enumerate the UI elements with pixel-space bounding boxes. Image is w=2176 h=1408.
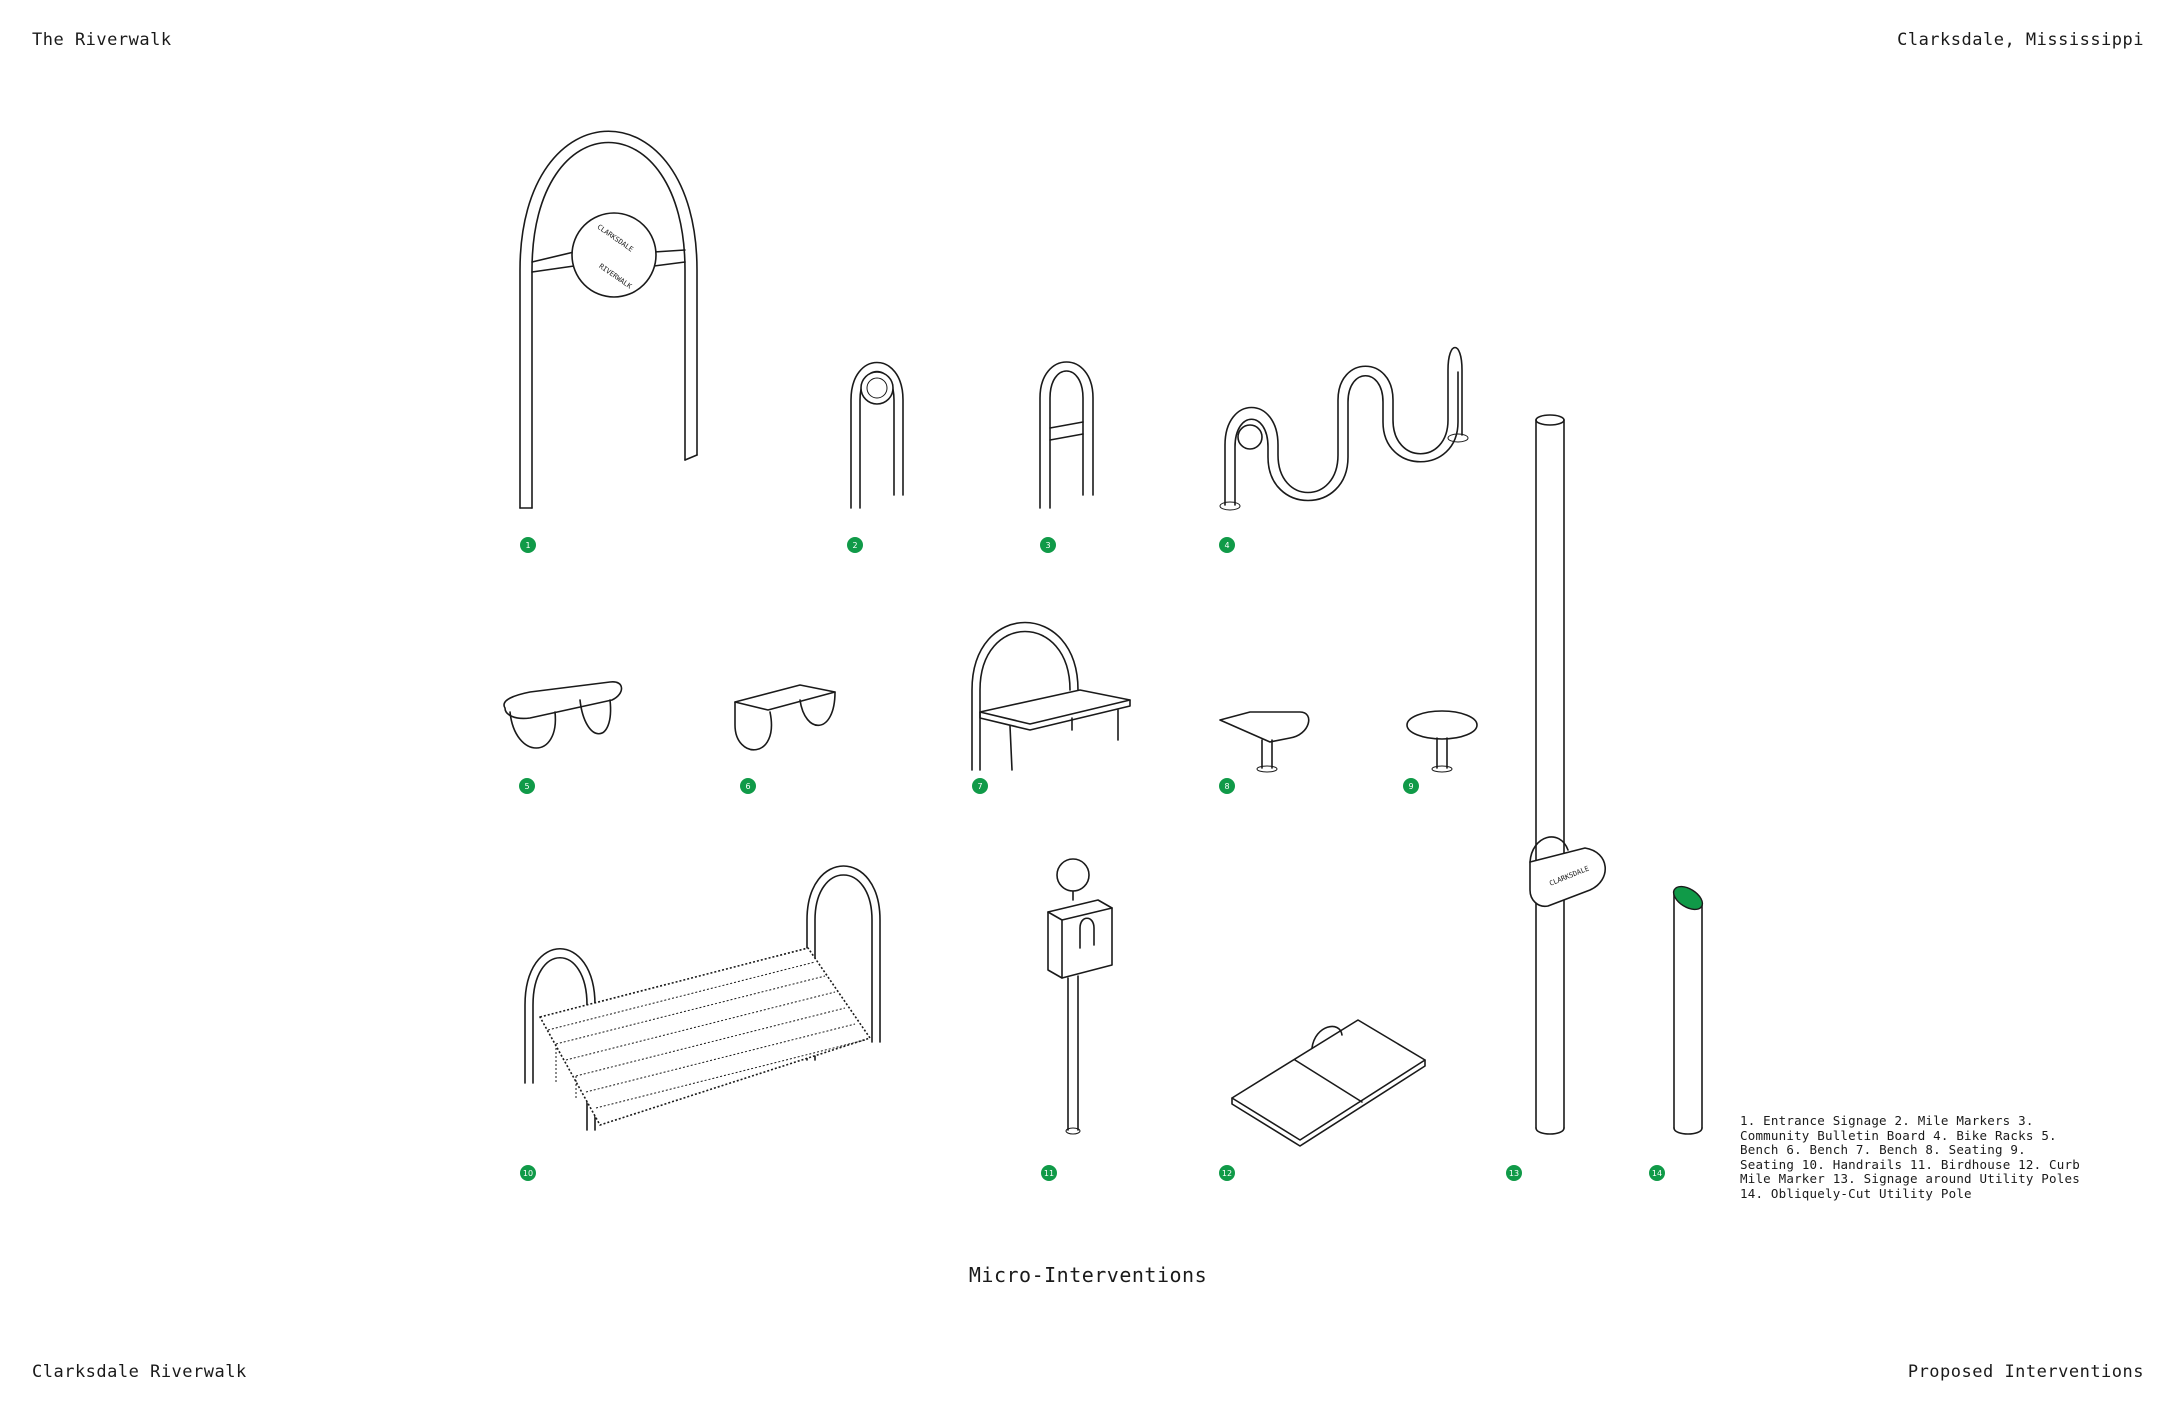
bulletin-board-illustration <box>1039 361 1094 509</box>
svg-text:6: 6 <box>745 782 750 791</box>
legend-item: 10. Handrails <box>1801 1156 1910 1172</box>
drawing-caption: Micro-Interventions <box>968 1263 1208 1287</box>
svg-text:13: 13 <box>1509 1169 1519 1178</box>
svg-text:10: 10 <box>523 1169 533 1178</box>
badge-3: 3 <box>1040 537 1056 553</box>
badge-11: 11 <box>1041 1165 1057 1181</box>
svg-text:1: 1 <box>525 541 530 550</box>
handrail-stairs-illustration <box>524 865 881 1131</box>
legend-item: 4. Bike Racks <box>1933 1127 2042 1143</box>
bike-rack-illustration <box>1219 346 1469 511</box>
legend-item: 11. Birdhouse <box>1909 1156 2019 1172</box>
legend: 1. Entrance Signage 2. Mile Markers 3. C… <box>1740 1113 2080 1202</box>
oblique-cut-pole-illustration <box>1672 885 1704 1135</box>
badge-9: 9 <box>1403 778 1419 794</box>
badge-2: 2 <box>847 537 863 553</box>
svg-text:8: 8 <box>1224 782 1229 791</box>
svg-text:14: 14 <box>1652 1169 1662 1178</box>
badge-14: 14 <box>1649 1165 1665 1181</box>
badge-1: 1 <box>520 537 536 553</box>
legend-item: 2. Mile Markers <box>1894 1113 2019 1128</box>
entrance-signage-illustration: CLARKSDALE RIVERWALK <box>519 130 698 509</box>
legend-item: 1. Entrance Signage <box>1740 1113 1895 1128</box>
footer-project-name: Clarksdale Riverwalk <box>32 1362 247 1382</box>
mile-marker-illustration <box>850 361 904 509</box>
curb-mile-marker-illustration <box>1231 1019 1426 1147</box>
legend-item: 8. Seating <box>1925 1142 2011 1158</box>
legend-item: 13. Signage around Utility Poles <box>1832 1171 2080 1187</box>
legend-item: 7. Bench <box>1855 1142 1926 1158</box>
svg-text:4: 4 <box>1224 541 1229 550</box>
svg-text:11: 11 <box>1044 1169 1054 1178</box>
svg-text:9: 9 <box>1408 782 1413 791</box>
badge-8: 8 <box>1219 778 1235 794</box>
svg-text:3: 3 <box>1045 541 1050 550</box>
svg-text:7: 7 <box>977 782 982 791</box>
cut-face-accent <box>1672 885 1704 911</box>
header-location: Clarksdale, Mississippi <box>1897 30 2144 50</box>
badge-7: 7 <box>972 778 988 794</box>
legend-item: 12. Curb Mile Marker <box>1740 1156 2080 1187</box>
svg-text:2: 2 <box>852 541 857 550</box>
legend-item: 9. Seating <box>1740 1142 2026 1172</box>
svg-text:5: 5 <box>524 782 529 791</box>
badge-10: 10 <box>520 1165 536 1181</box>
utility-pole-signage-illustration: CLARKSDALE <box>1529 414 1606 1135</box>
bench-5-illustration <box>503 681 623 749</box>
birdhouse-illustration <box>1047 858 1113 1135</box>
badge-4: 4 <box>1219 537 1235 553</box>
badge-13: 13 <box>1506 1165 1522 1181</box>
bench-6-illustration <box>734 684 836 751</box>
badge-6: 6 <box>740 778 756 794</box>
badge-12: 12 <box>1219 1165 1235 1181</box>
legend-item: 6. Bench <box>1786 1142 1856 1158</box>
seating-9-illustration <box>1406 710 1478 773</box>
header-project-title: The Riverwalk <box>32 30 172 50</box>
legend-item: 14. Obliquely-Cut Utility Pole <box>1740 1185 1972 1201</box>
bench-7-illustration <box>971 621 1131 771</box>
legend-item: 3. Community Bulletin Board <box>1740 1113 2034 1143</box>
legend-item: 5. Bench <box>1740 1127 2057 1158</box>
footer-sheet-title: Proposed Interventions <box>1907 1362 2144 1382</box>
svg-text:12: 12 <box>1222 1169 1232 1178</box>
seating-8-illustration <box>1219 711 1310 773</box>
badge-5: 5 <box>519 778 535 794</box>
